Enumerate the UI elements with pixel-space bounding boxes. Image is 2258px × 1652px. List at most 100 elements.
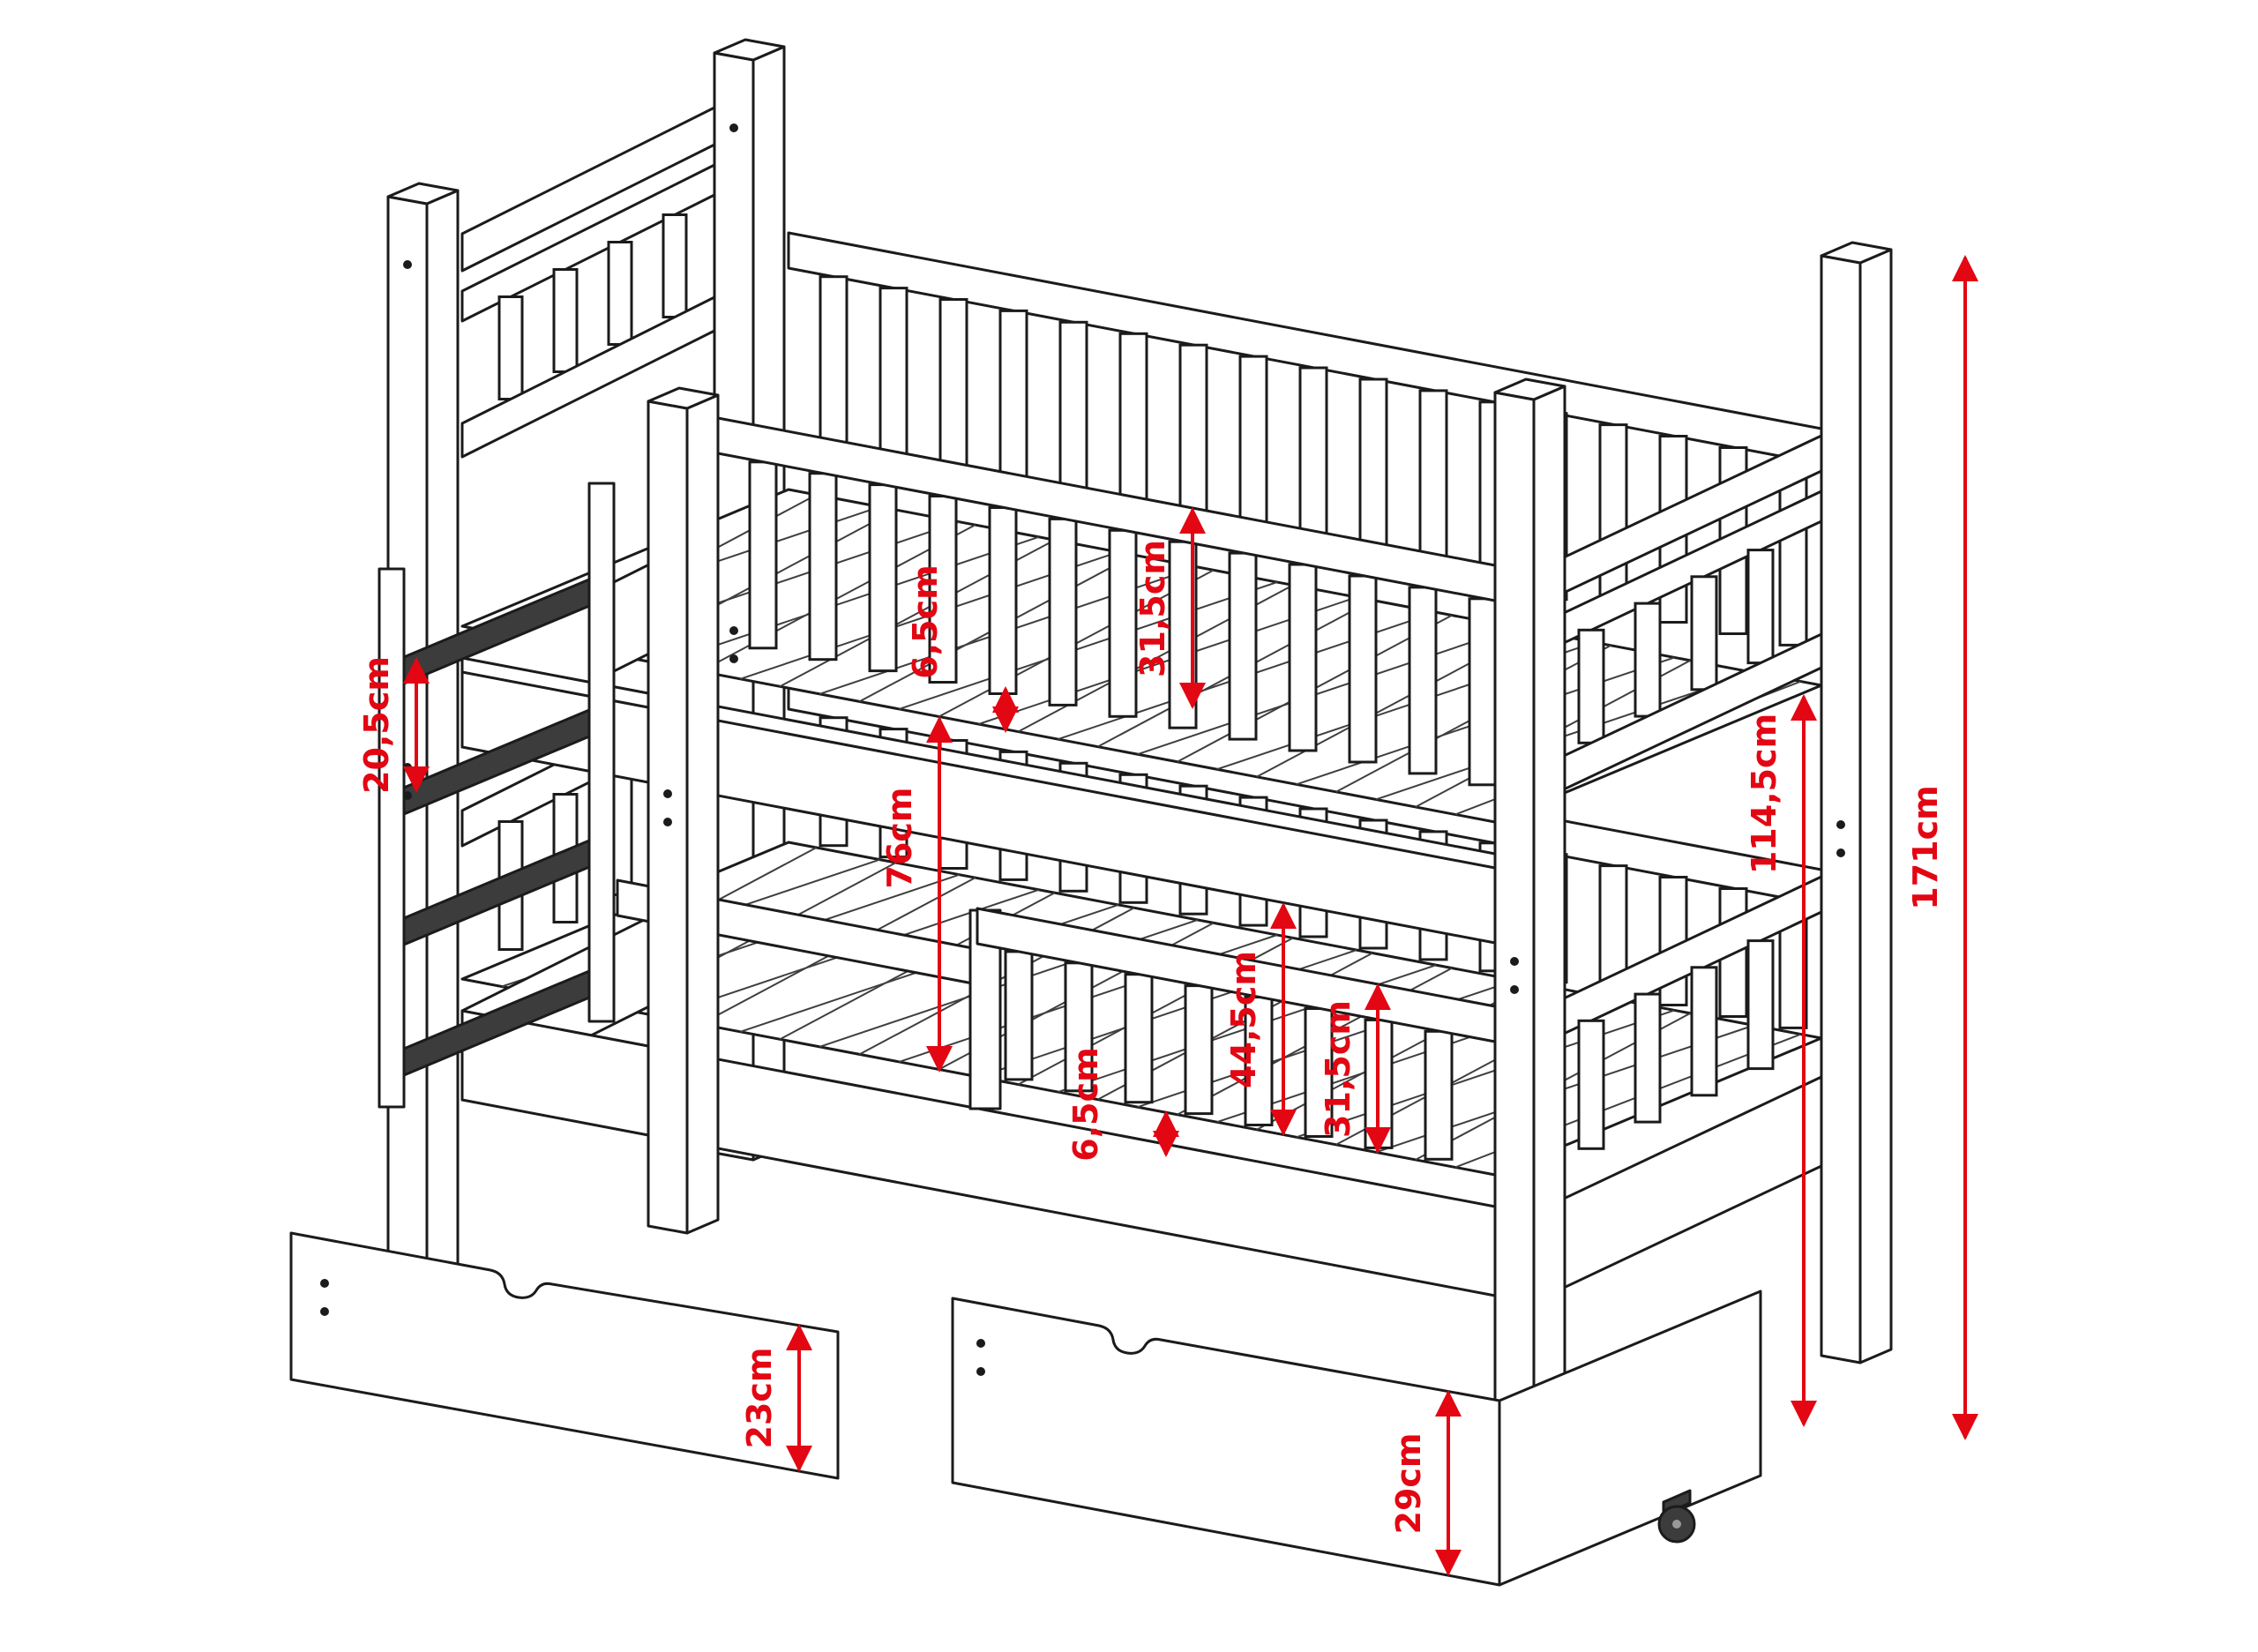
post-side: [425, 189, 460, 1305]
dimension-label-mid-gap: 44,5cm: [1224, 951, 1263, 1088]
slat: [1746, 549, 1775, 665]
slat: [1424, 1029, 1454, 1161]
slat: [662, 213, 688, 318]
slat: [938, 298, 968, 487]
dimension-lower-rail-height: 31,5cm: [1319, 983, 1391, 1154]
footboard-slats: [1577, 549, 1775, 744]
front-right-post: [1493, 377, 1566, 1508]
left-drawer: [289, 1231, 840, 1480]
slat: [1634, 992, 1662, 1124]
slat: [1690, 966, 1718, 1097]
mattress-slat-line: [1296, 1009, 1675, 1139]
dimension-under-upper-clearance: 76cm: [880, 716, 953, 1073]
post-cap: [713, 38, 786, 62]
slat: [1238, 355, 1268, 544]
slat: [1408, 586, 1438, 775]
mattress-slat-line: [1137, 626, 1516, 756]
post-face: [1820, 254, 1862, 1364]
dimension-label-lower-gap: 6,5cm: [1066, 1047, 1105, 1161]
ladder-stringer: [587, 482, 616, 1023]
slat: [1178, 343, 1208, 533]
dimension-lower-gap: 6,5cm: [1066, 1047, 1179, 1162]
mattress-slat-line: [899, 581, 1278, 710]
slat: [998, 309, 1028, 498]
slat: [1778, 457, 1808, 647]
slat: [1118, 332, 1148, 521]
dimension-rung-spacing: 20,5cm: [357, 656, 430, 794]
dimension-upper-gap: 6,5cm: [906, 564, 1019, 733]
drawer-front: [951, 1297, 1501, 1587]
board-edge-line: [461, 670, 1496, 870]
post-side: [1858, 248, 1893, 1364]
dimension-label-right-drawer-height: 29cm: [1389, 1432, 1428, 1534]
slat: [552, 268, 579, 373]
slat: [1577, 1019, 1605, 1150]
post-side: [1532, 385, 1566, 1508]
slat: [819, 275, 849, 465]
dimension-label-lower-rail-height: 31,5cm: [1319, 1000, 1357, 1138]
slat: [1184, 984, 1214, 1116]
dimensions: 171cm 114,5cm 76cm 6,5cm 31,5cm 44,5cm 2…: [357, 255, 1978, 1576]
slat: [1577, 628, 1605, 744]
dimension-label-total-height: 171cm: [1906, 785, 1945, 909]
slat: [808, 472, 838, 662]
dimension-mid-gap: 44,5cm: [1224, 902, 1297, 1136]
right-end-lower-footboard: [1530, 875, 1823, 1304]
slat: [748, 460, 778, 650]
slat: [879, 287, 908, 476]
dimension-label-floor-to-upper-top: 114,5cm: [1745, 714, 1783, 874]
slat: [1348, 574, 1378, 764]
ladder-rung: [402, 969, 591, 1077]
right-end-upper-footboard: [1530, 434, 1823, 806]
post-side: [685, 393, 720, 1235]
slat: [1298, 366, 1328, 556]
dimension-upper-rail-height: 31,5cm: [1133, 507, 1206, 709]
slat: [1690, 575, 1718, 691]
left-end-headboard: [460, 106, 716, 459]
ladder-rung: [402, 708, 591, 816]
slat: [1418, 389, 1448, 579]
slat: [1058, 320, 1088, 510]
slat: [607, 241, 633, 346]
post-cap: [386, 182, 460, 206]
post-cap: [1820, 241, 1893, 265]
ladder-stringer: [378, 567, 406, 1109]
post-cap: [1493, 377, 1566, 401]
post-face: [1493, 391, 1536, 1508]
right-drawer: [951, 1289, 1762, 1587]
headboard-rail: [460, 163, 716, 323]
slat: [1598, 423, 1628, 613]
footboard-slats: [1577, 939, 1775, 1150]
mid-left-post: [647, 386, 720, 1235]
slat: [1358, 377, 1388, 567]
headboard-rail: [460, 106, 716, 273]
dimension-total-height: 171cm: [1906, 255, 1978, 1440]
post-face: [647, 400, 689, 1235]
back-right-post: [1820, 241, 1893, 1364]
slat: [868, 483, 898, 673]
slat: [1634, 602, 1662, 718]
slat: [988, 506, 1018, 695]
slat: [497, 295, 524, 400]
dimension-label-rung-spacing: 20,5cm: [357, 656, 396, 794]
bunk-bed: [289, 38, 1893, 1587]
slat: [1108, 528, 1138, 718]
drawer-front: [289, 1231, 840, 1480]
slat: [1288, 563, 1318, 752]
headboard-slats: [497, 213, 688, 400]
slat: [1468, 597, 1498, 787]
slat: [1004, 950, 1034, 1081]
fitting-dots: [320, 123, 1845, 1376]
slat: [1746, 939, 1775, 1071]
dimension-label-under-upper-clearance: 76cm: [880, 787, 919, 888]
upper-guardrail-slats: [748, 460, 1498, 787]
dimension-floor-to-upper-top: 114,5cm: [1745, 694, 1817, 1427]
dimension-left-drawer-height: 23cm: [740, 1324, 812, 1472]
ladder-rung: [402, 839, 591, 946]
ladder: [378, 482, 616, 1109]
front-upper-bunk: [460, 416, 1498, 945]
post-cap: [647, 386, 720, 410]
dimension-label-upper-gap: 6,5cm: [906, 564, 945, 678]
